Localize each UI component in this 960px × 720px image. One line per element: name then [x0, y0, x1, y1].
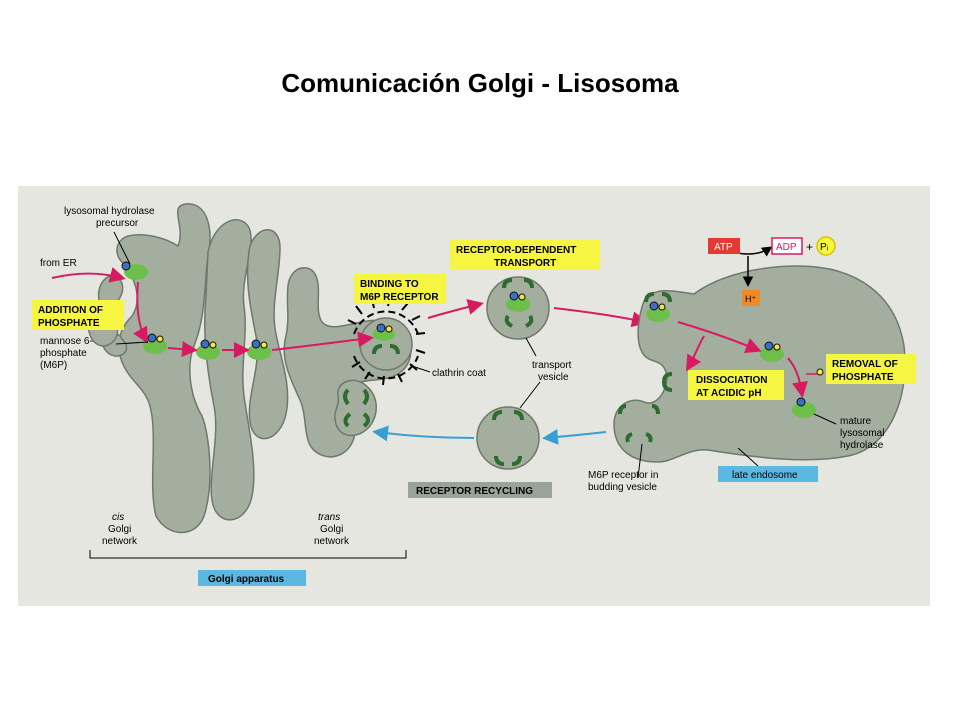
m6p-label-3: (M6P) — [40, 360, 67, 371]
dissociation-box — [688, 370, 784, 400]
clathrin-label: clathrin coat — [432, 368, 486, 379]
rdt-label-2: TRANSPORT — [494, 258, 556, 269]
cis-label-1: cis — [112, 512, 124, 523]
transport-vesicle-bottom — [476, 406, 540, 470]
recycling-label: RECEPTOR RECYCLING — [416, 486, 533, 497]
transport-vesicle-pointer-top — [525, 337, 537, 357]
addition-of-phosphate-box — [32, 300, 124, 330]
golgi-bracket — [89, 550, 407, 559]
binding-label-2: M6P RECEPTOR — [360, 292, 439, 303]
h-plus-box — [742, 290, 760, 306]
late-endosome-label: late endosome — [732, 470, 798, 481]
transport-vesicle-pointer-bottom — [519, 381, 541, 409]
m6p-label-2: phosphate — [40, 348, 87, 359]
m6p-receptor-label-1: M6P receptor in — [588, 470, 658, 481]
late-endosome — [613, 265, 906, 463]
cis-label-3: network — [102, 536, 138, 547]
mature-hydrolase-pointer — [813, 413, 837, 425]
h-plus-label: H⁺ — [745, 294, 756, 304]
clathrin-pointer — [411, 365, 431, 373]
m6p-label-1: mannose 6- — [40, 336, 93, 347]
removal-of-phosphate-box — [826, 354, 916, 384]
dissociation-arrow — [677, 321, 762, 353]
atp-box — [708, 238, 740, 254]
golgi-enzymes — [121, 261, 400, 428]
rdt-label-1: RECEPTOR-DEPENDENT — [456, 245, 576, 256]
budding-vesicle-pointer — [637, 443, 643, 479]
transport-vesicle-top — [486, 276, 550, 340]
from-er-label: from ER — [40, 258, 77, 269]
receptor-dependent-box — [450, 240, 600, 270]
receptor-recycling-box — [408, 482, 552, 498]
trans-label-2: Golgi — [320, 524, 343, 535]
golgi-transit-arrow-1 — [133, 281, 148, 344]
m6p-pointer — [115, 341, 149, 345]
addition-label-1: ADDITION OF — [38, 305, 103, 316]
pi-circle — [816, 236, 836, 256]
mature-label-3: hydrolase — [840, 440, 884, 451]
mature-label-2: lysosomal — [840, 428, 884, 439]
mature-label-1: mature — [840, 416, 872, 427]
golgi-lysosome-diagram: lysosomal hydrolase precursor from ER AD… — [18, 186, 930, 606]
transport-vesicle-label-2: vesicle — [538, 372, 569, 383]
golgi-apparatus — [87, 203, 412, 534]
precursor-label-1: lysosomal hydrolase — [64, 206, 155, 217]
adp-box — [771, 237, 803, 255]
atp-label: ATP — [714, 242, 733, 253]
m6p-receptor-label-2: budding vesicle — [588, 482, 657, 493]
addition-label-2: PHOSPHATE — [38, 318, 100, 329]
late-endosome-pointer — [737, 447, 759, 467]
receptor-return-arrow — [685, 335, 705, 372]
golgi-apparatus-box — [198, 570, 306, 586]
binding-label-1: BINDING TO — [360, 279, 419, 290]
removal-arrow — [787, 357, 808, 398]
late-endosome-box — [718, 466, 818, 482]
adp-label: ADP — [776, 242, 797, 253]
precursor-pointer — [113, 231, 131, 265]
recycling-arrow-2 — [372, 425, 475, 442]
precursor-label-2: precursor — [96, 218, 139, 229]
removal-label-2: PHOSPHATE — [832, 372, 894, 383]
golgi-transit-arrow-2 — [167, 341, 198, 358]
recycling-arrow-1 — [542, 428, 607, 445]
golgi-apparatus-label: Golgi apparatus — [208, 574, 285, 585]
cis-label-2: Golgi — [108, 524, 131, 535]
pi-label: Pᵢ — [820, 242, 829, 253]
trans-label-1: trans — [318, 512, 340, 523]
dissociation-label-1: DISSOCIATION — [696, 375, 767, 386]
dissociation-label-2: AT ACIDIC pH — [696, 388, 762, 399]
plus-sign: + — [806, 240, 813, 254]
slide-title: Comunicación Golgi - Lisosoma — [281, 68, 679, 98]
from-er-arrow — [51, 267, 126, 283]
to-endosome-arrow — [553, 307, 648, 328]
golgi-transit-arrow-4 — [271, 331, 374, 351]
trans-label-3: network — [314, 536, 350, 547]
transport-vesicle-label-1: transport — [532, 360, 572, 371]
to-vesicle-arrow — [427, 299, 484, 319]
binding-box — [354, 274, 446, 304]
removal-label-1: REMOVAL OF — [832, 359, 898, 370]
